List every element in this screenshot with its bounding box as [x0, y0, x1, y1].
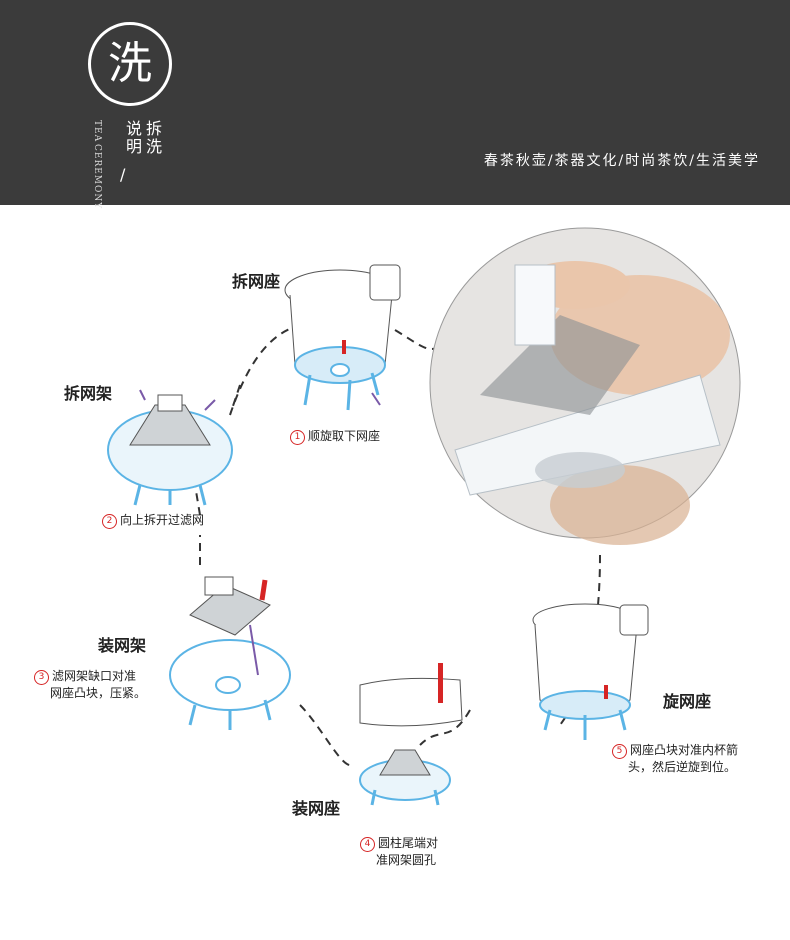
step-4-number: 4 — [360, 837, 375, 852]
step-5-number: 5 — [612, 744, 627, 759]
label-remove-frame: 拆网架 — [64, 384, 113, 403]
dashed-path — [194, 322, 601, 766]
filter-frame-remove — [107, 389, 233, 506]
label-install-frame: 装网架 — [98, 636, 147, 655]
step-3-line-1: 滤网架缺口对准 — [52, 669, 137, 683]
step-5-line-2: 头，然后逆旋到位。 — [628, 760, 737, 774]
label-remove-seat: 拆网座 — [232, 272, 281, 291]
title-col-1: 拆洗 — [143, 120, 162, 156]
step-4-line-1: 圆柱尾端对 — [378, 836, 439, 850]
cup-rotate-seat — [532, 603, 649, 740]
disassembly-diagram — [107, 227, 741, 806]
tea-ceremony-caption: TEA CEREMONY — [92, 120, 108, 209]
caption-tea: TEA — [92, 120, 102, 143]
wash-seal: 洗 — [88, 22, 172, 106]
step-1-text: 顺旋取下网座 — [308, 429, 381, 443]
step-2-text: 向上拆开过滤网 — [120, 513, 205, 527]
closeup-photo — [429, 227, 741, 545]
step-3-line-2: 网座凸块，压紧。 — [50, 686, 147, 700]
step-2-number: 2 — [102, 514, 117, 529]
filter-frame-install — [169, 576, 291, 730]
caption-ceremony: CEREMONY — [92, 144, 102, 210]
cup-remove-seat — [284, 264, 401, 411]
seat-install — [359, 663, 463, 806]
tagline: 春茶秋壶/茶器文化/时尚茶饮/生活美学 — [483, 153, 760, 169]
title-slash: / — [120, 165, 126, 184]
step-1-number: 1 — [290, 430, 305, 445]
header-banner: 洗 TEA CEREMONY 拆洗 说明 / 春茶秋壶/茶器文化/时尚茶饮/生活… — [0, 0, 790, 209]
step-5-line-1: 网座凸块对准内杯箭 — [630, 743, 739, 757]
label-install-seat: 装网座 — [292, 799, 341, 818]
label-rotate-seat: 旋网座 — [663, 692, 712, 711]
step-4-line-2: 准网架圆孔 — [376, 853, 437, 867]
title-col-2: 说明 — [123, 120, 142, 156]
step-3-number: 3 — [34, 670, 49, 685]
